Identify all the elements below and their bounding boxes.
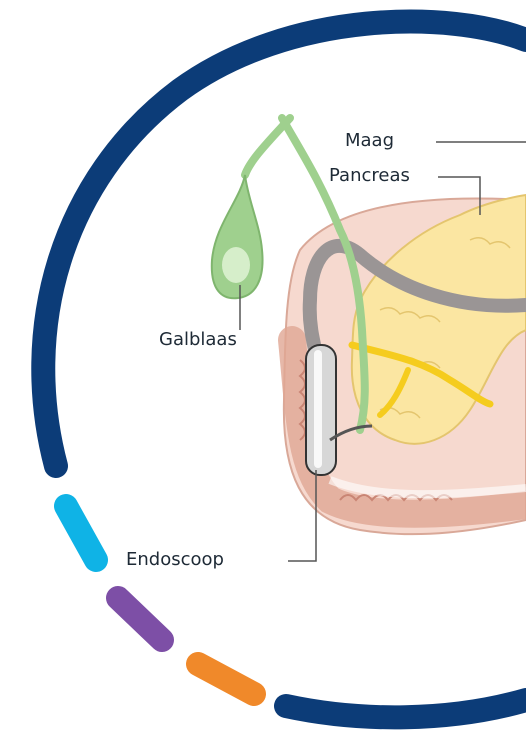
label-maag: Maag [345,132,394,150]
endoscope-shine [314,350,322,468]
gallbladder-highlight [222,247,250,283]
label-pancreas: Pancreas [329,167,410,185]
ring-orange-dash [198,664,254,694]
ring-cyan-dash [66,506,96,560]
label-endoscoop: Endoscoop [126,551,224,569]
ring-bottom-arc [286,700,526,717]
label-galblaas: Galblaas [159,331,237,349]
ring-purple-dash [118,598,162,640]
